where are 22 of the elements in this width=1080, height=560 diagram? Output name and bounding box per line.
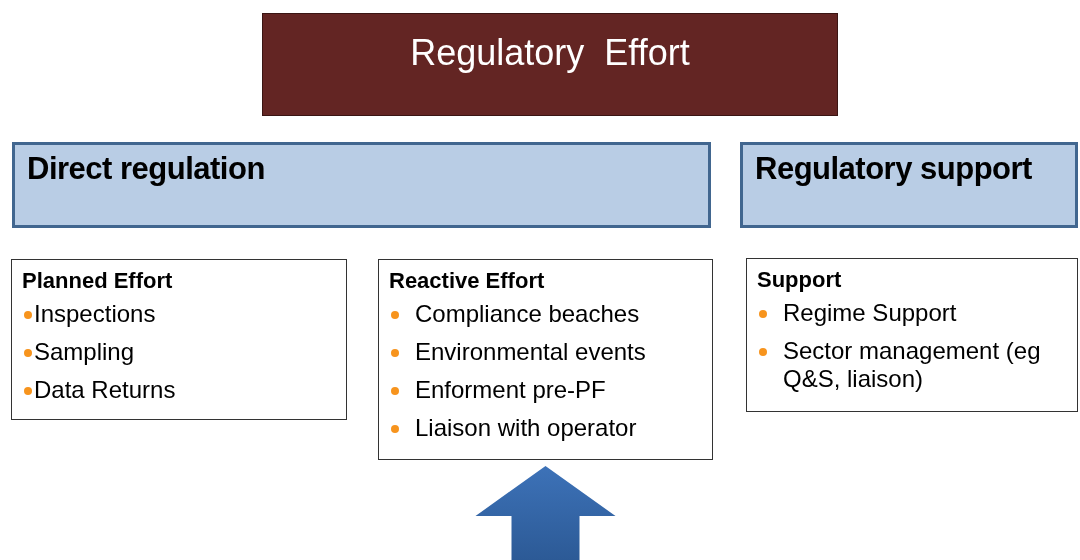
bullet-item: Data Returns: [22, 376, 336, 404]
box-heading: Support: [757, 267, 843, 293]
band-heading: Direct regulation: [27, 151, 266, 187]
band-heading: Regulatory support: [755, 151, 1033, 187]
bullet-item: Regime Support: [757, 299, 1067, 327]
block-arrow: [475, 466, 616, 560]
bullet-item: Environmental events: [389, 338, 702, 366]
category-band: [12, 142, 711, 228]
list-box: [11, 259, 347, 420]
bullet-item: Sector management (eg Q&S, liaison): [757, 337, 1067, 393]
bullet-item: Enforment pre-PF: [389, 376, 702, 404]
category-band: [740, 142, 1078, 228]
bullet-item: Inspections: [22, 300, 336, 328]
box-heading: Planned Effort: [22, 268, 174, 294]
box-heading: Reactive Effort: [389, 268, 546, 294]
bullet-item: Sampling: [22, 338, 336, 366]
list-box: [746, 258, 1078, 412]
bullet-item: Liaison with operator: [389, 414, 702, 442]
bullet-item: Compliance beaches: [389, 300, 702, 328]
title-box: [262, 13, 838, 116]
title-text: Regulatory Effort: [410, 32, 690, 75]
list-box: [378, 259, 713, 460]
